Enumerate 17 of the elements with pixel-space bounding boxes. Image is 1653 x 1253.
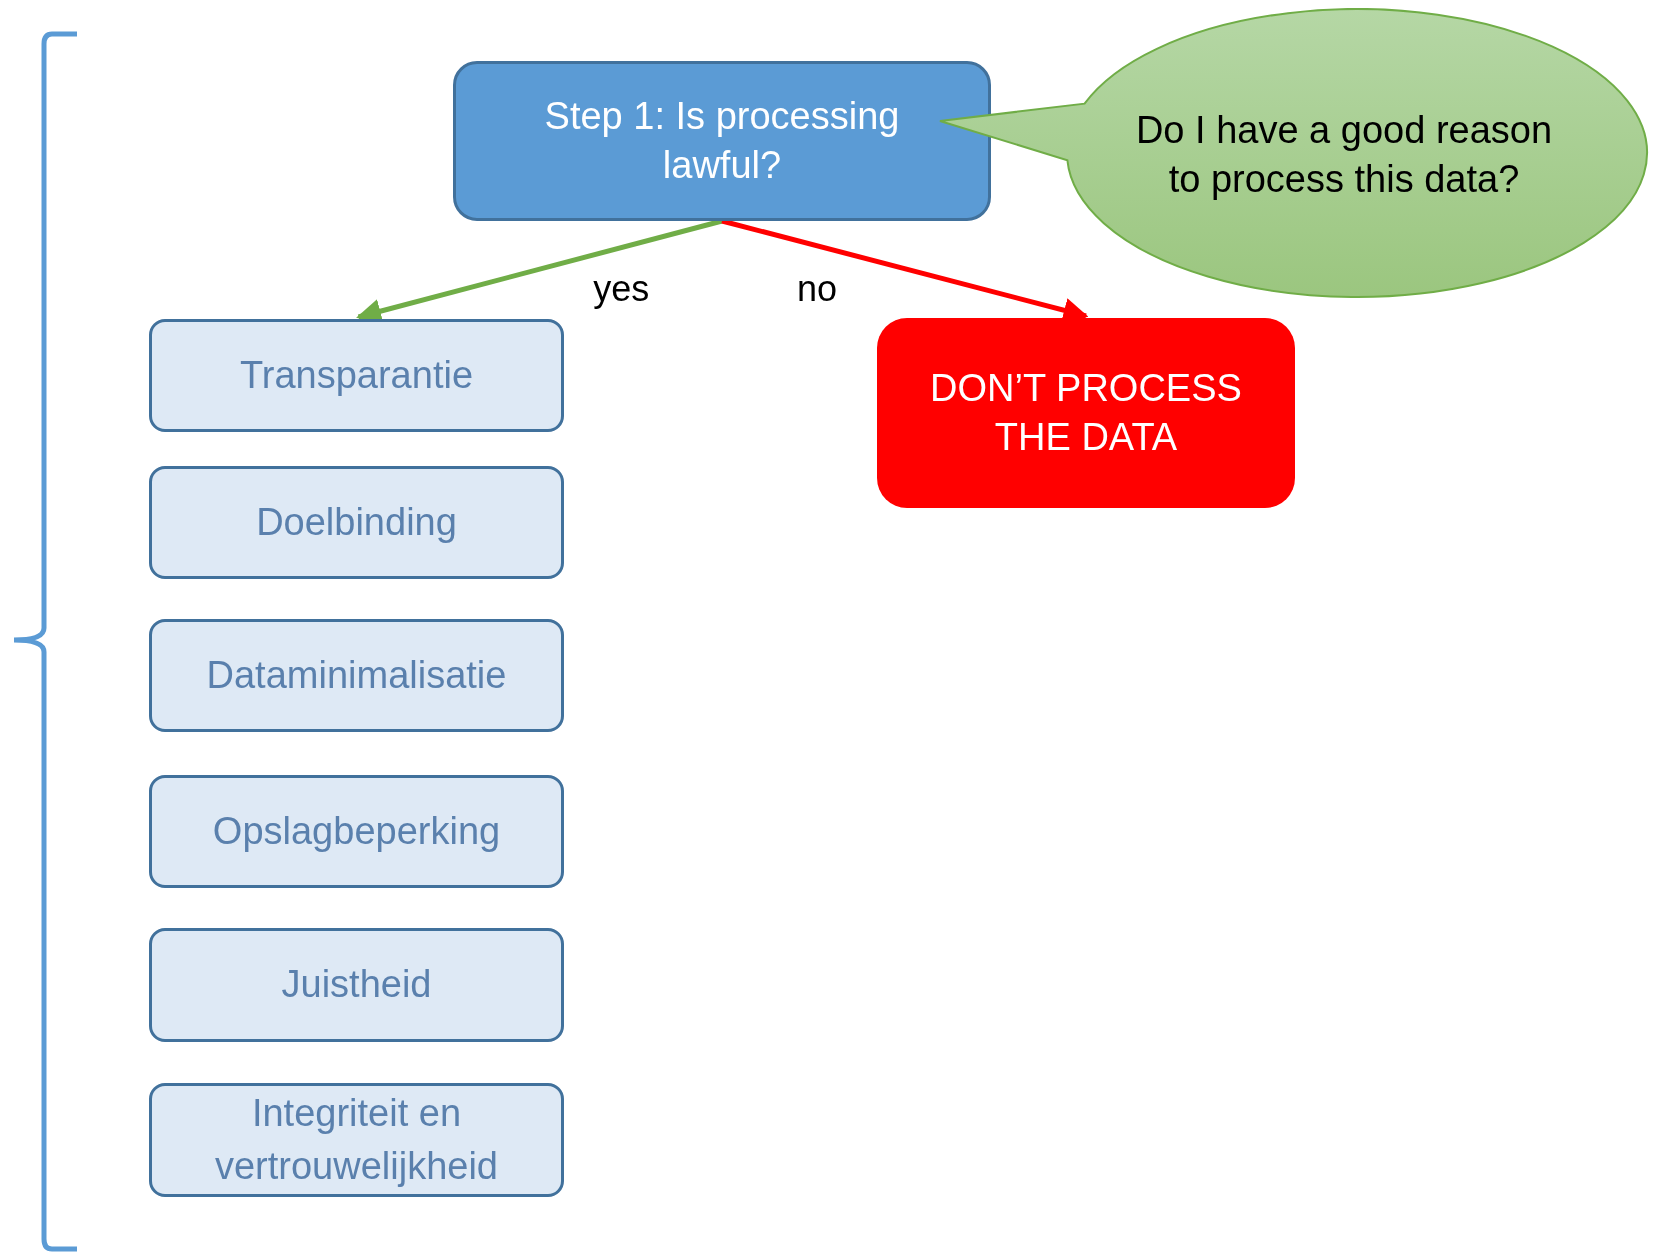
node-text: Transparantie bbox=[239, 352, 473, 398]
principle-box bbox=[149, 619, 564, 732]
node-text: Doelbinding bbox=[256, 499, 457, 545]
principle-box bbox=[149, 466, 564, 579]
principle-box bbox=[149, 319, 564, 432]
node-text: Dataminimalisatie bbox=[206, 652, 507, 698]
principle-box bbox=[149, 1083, 564, 1197]
node-text: Step 1: Is processing lawful? bbox=[543, 93, 901, 188]
stop-box bbox=[877, 318, 1295, 508]
principle-box bbox=[149, 928, 564, 1042]
principle-box bbox=[149, 775, 564, 888]
node-text: Integriteit en vertrouwelijkheid bbox=[214, 1090, 499, 1189]
node-text: Do I have a good reason to process this data? bbox=[1134, 107, 1554, 202]
node-text: Juistheid bbox=[281, 962, 432, 1008]
node-text: Opslagbeperking bbox=[212, 808, 501, 854]
node-text: DON’T PROCESS THE DATA bbox=[929, 365, 1243, 460]
process-box bbox=[453, 61, 991, 221]
